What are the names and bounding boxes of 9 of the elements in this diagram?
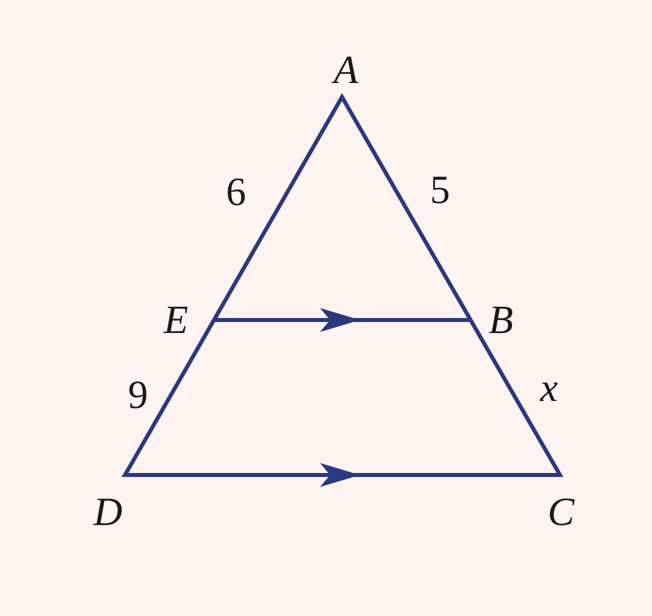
vertex-label: B	[488, 300, 514, 340]
vertex-label: A	[334, 50, 358, 90]
side-length: x	[540, 368, 558, 408]
side-length: 5	[430, 170, 450, 210]
vertex-label: D	[94, 492, 122, 532]
side-length: 9	[128, 375, 148, 415]
vertex-label: C	[548, 492, 574, 532]
vertex-label: E	[164, 300, 188, 340]
side-length: 6	[226, 172, 246, 212]
